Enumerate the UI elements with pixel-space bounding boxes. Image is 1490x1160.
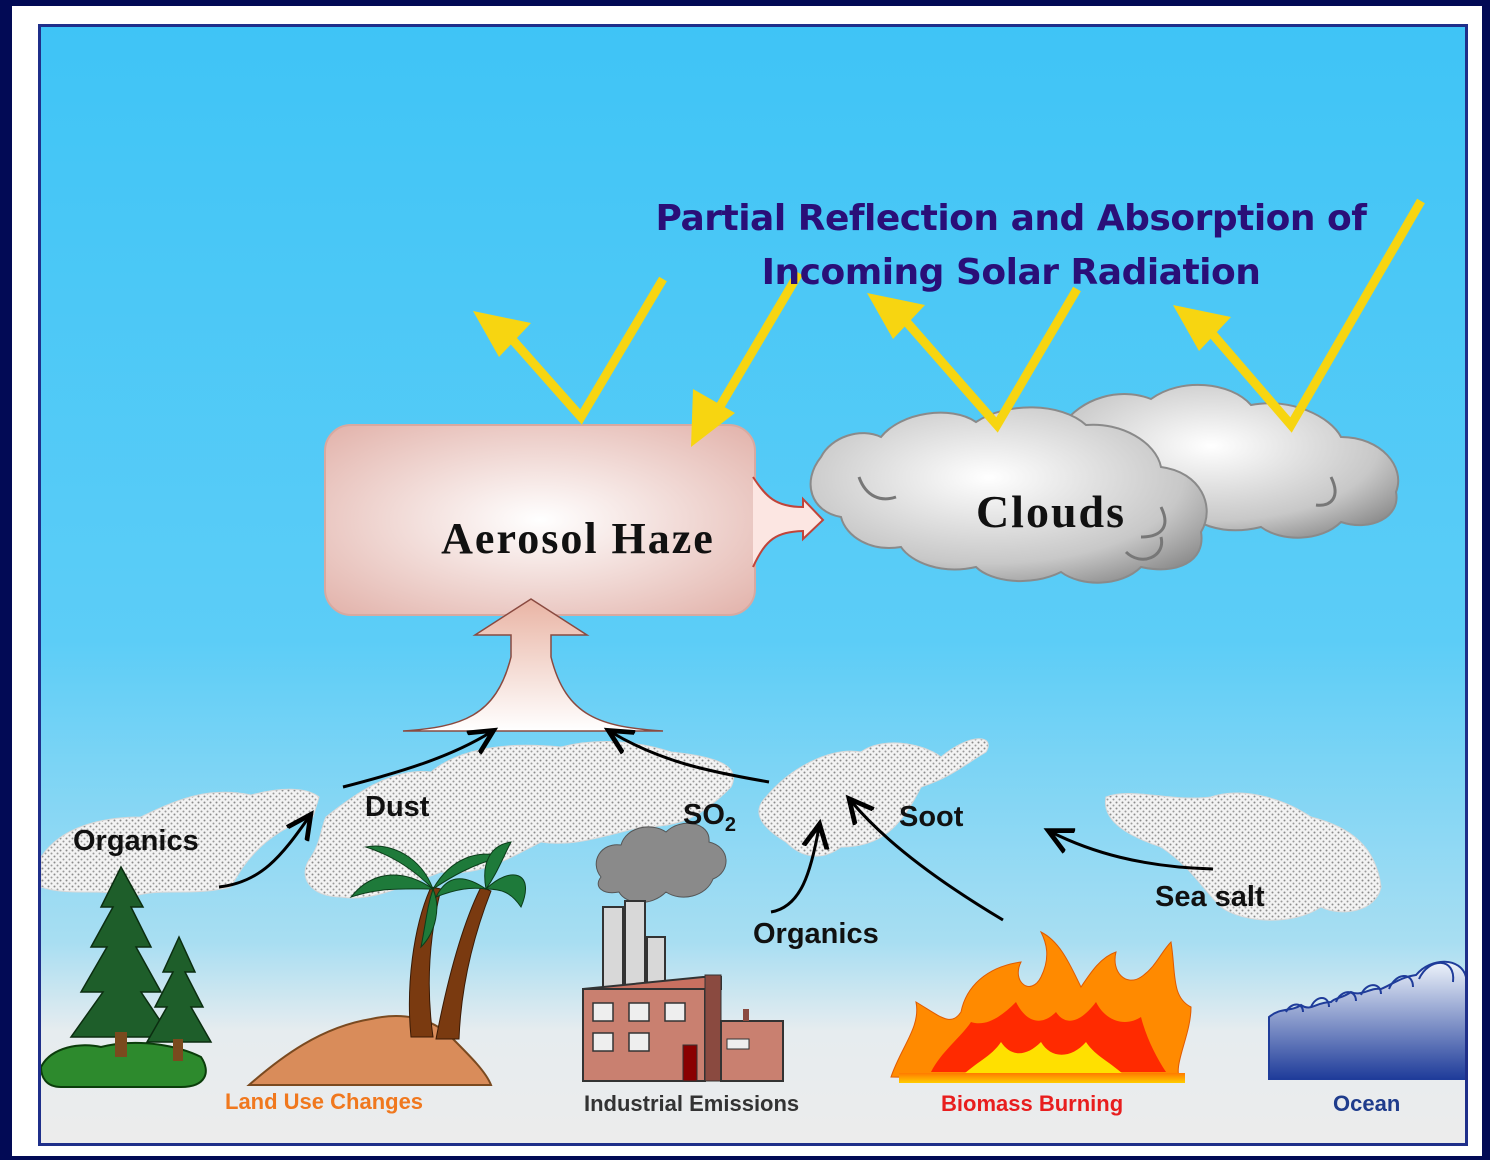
cloud-swirl-3 xyxy=(1124,536,1164,561)
palm-trunk-2 xyxy=(435,886,492,1040)
cloud-front xyxy=(809,406,1208,584)
sun-ray-reflect-3 xyxy=(1199,198,1425,433)
cloud-swirl-4 xyxy=(1315,476,1337,507)
sun-arrowhead-4 xyxy=(1173,305,1231,351)
clouds-shape xyxy=(809,383,1400,584)
annex-chimney xyxy=(743,1009,749,1021)
cloud-swirl-2 xyxy=(1140,506,1167,539)
category-land-use: Land Use Changes xyxy=(225,1089,424,1114)
title-line-2: Incoming Solar Radiation xyxy=(761,252,1261,293)
palm-trees-icon xyxy=(246,841,527,1086)
ocean-crests xyxy=(1285,961,1455,1013)
pine-trunk-1 xyxy=(115,1032,127,1057)
sea-salt-label: Sea salt xyxy=(1155,881,1265,913)
soot-label: Soot xyxy=(899,801,964,833)
so2-label: SO2 xyxy=(683,799,736,837)
arrow-soot xyxy=(851,801,1004,922)
sunlight-arrowheads xyxy=(473,293,1231,447)
factory-smoke xyxy=(595,822,727,903)
category-biomass: Biomass Burning xyxy=(941,1091,1124,1116)
diagram-title: Partial Reflection and Absorption of Inc… xyxy=(621,192,1401,300)
arrow-so2 xyxy=(611,732,770,784)
category-ocean: Ocean xyxy=(1333,1091,1401,1116)
organics-mid-label: Organics xyxy=(753,918,879,950)
palm-fronds xyxy=(349,841,527,949)
so2-subscript: 2 xyxy=(724,813,737,836)
arrow-sea-salt xyxy=(1051,832,1214,871)
factory-icon xyxy=(582,822,784,1082)
haze-to-clouds-arrow xyxy=(752,476,825,568)
aerosol-patch-seasalt xyxy=(1105,792,1382,921)
sun-ray-reflect-1 xyxy=(499,276,667,425)
category-industrial: Industrial Emissions xyxy=(584,1091,800,1116)
source-arrows xyxy=(218,732,1214,922)
arrow-organics-mid xyxy=(770,827,819,914)
fire-icon xyxy=(890,930,1192,1083)
factory-side xyxy=(704,974,722,1082)
sun-ray-absorb-haze xyxy=(705,270,803,428)
sunlight-arrows xyxy=(499,198,1425,433)
dust-label: Dust xyxy=(365,791,430,823)
factory-windows xyxy=(592,1002,686,1052)
fire-base xyxy=(899,1073,1185,1083)
aerosol-haze-label: Aerosol Haze xyxy=(441,514,715,563)
so2-base: SO xyxy=(683,799,725,831)
sun-arrowhead-2 xyxy=(691,389,735,447)
chimney-2 xyxy=(624,900,646,988)
organics-left-label: Organics xyxy=(73,825,199,857)
diagram-drawing xyxy=(41,198,1465,1088)
chimney-1 xyxy=(602,906,624,988)
diagram-panel: Partial Reflection and Absorption of Inc… xyxy=(38,24,1468,1146)
annex-window xyxy=(726,1038,750,1050)
annex xyxy=(720,1020,784,1082)
title-line-1: Partial Reflection and Absorption of xyxy=(655,198,1367,239)
pine-ground xyxy=(41,1041,207,1088)
arrow-dust xyxy=(342,732,491,789)
ocean-body xyxy=(1268,960,1465,1080)
cloud-swirl-1 xyxy=(857,476,897,501)
factory-door xyxy=(682,1044,698,1082)
sun-arrowhead-3 xyxy=(867,293,925,339)
arrow-organics-left xyxy=(218,817,309,889)
clouds-label: Clouds xyxy=(975,486,1127,537)
aerosol-patch-soot xyxy=(758,738,989,857)
ocean-wave-icon xyxy=(1268,960,1465,1080)
pine-trunk-2 xyxy=(173,1039,183,1061)
upward-plume-arrow xyxy=(402,598,664,732)
chimney-3 xyxy=(646,936,666,988)
sun-ray-reflect-2 xyxy=(893,286,1081,433)
pine-trees-icon xyxy=(41,865,213,1088)
fire-core xyxy=(961,1042,1126,1077)
sun-arrowhead-1 xyxy=(473,311,531,357)
